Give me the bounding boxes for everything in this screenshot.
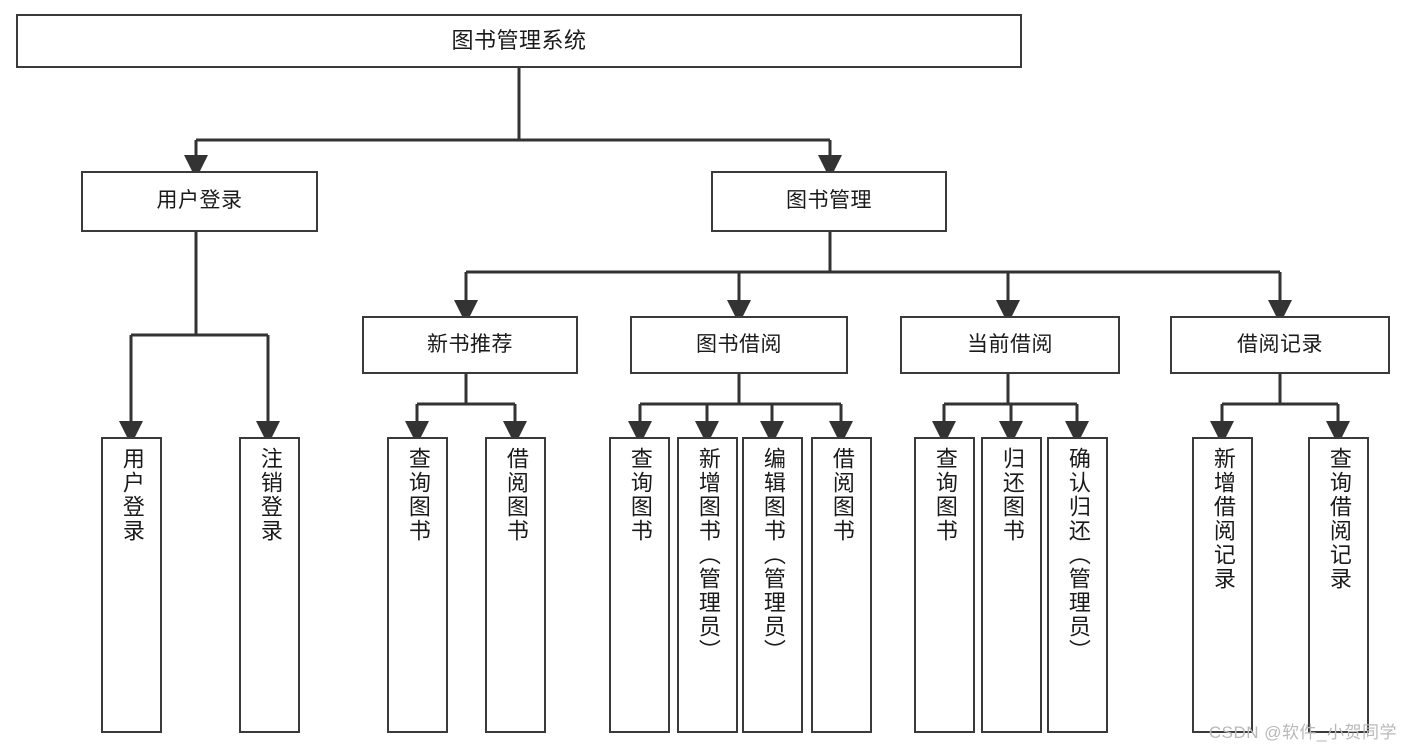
leaf-borrow-book-2-label: 借阅图书: [829, 447, 855, 543]
leaf-query-record-label: 查询借阅记录: [1326, 447, 1352, 591]
watermark: CSDN @软件_小贺同学: [1208, 723, 1397, 742]
node-new-book-recommend[interactable]: 新书推荐: [362, 316, 578, 374]
leaf-logout-login[interactable]: 注销登录: [239, 437, 300, 733]
leaf-add-book[interactable]: 新增图书（管理员）: [677, 437, 738, 733]
leaf-add-book-label: 新增图书（管理员）: [695, 447, 721, 663]
leaf-query-book-1-label: 查询图书: [405, 447, 431, 543]
leaf-confirm-return-label: 确认归还（管理员）: [1065, 447, 1091, 663]
leaf-borrow-book-2[interactable]: 借阅图书: [811, 437, 872, 733]
leaf-add-record[interactable]: 新增借阅记录: [1192, 437, 1253, 733]
leaf-query-book-2-label: 查询图书: [627, 447, 653, 543]
leaf-return-book-label: 归还图书: [999, 447, 1025, 543]
leaf-query-book-3-label: 查询图书: [932, 447, 958, 543]
node-current-borrow[interactable]: 当前借阅: [900, 316, 1120, 374]
node-new-book-recommend-label: 新书推荐: [427, 332, 513, 356]
leaf-edit-book[interactable]: 编辑图书（管理员）: [742, 437, 803, 733]
leaf-user-login-label: 用户登录: [119, 447, 145, 543]
leaf-logout-login-label: 注销登录: [257, 447, 283, 543]
leaf-add-record-label: 新增借阅记录: [1210, 447, 1236, 591]
node-current-borrow-label: 当前借阅: [967, 332, 1053, 356]
leaf-query-book-2[interactable]: 查询图书: [609, 437, 670, 733]
node-user-login[interactable]: 用户登录: [81, 171, 318, 232]
leaf-return-book[interactable]: 归还图书: [981, 437, 1042, 733]
node-user-login-label: 用户登录: [156, 189, 243, 213]
node-book-manage[interactable]: 图书管理: [711, 171, 947, 232]
node-root-label: 图书管理系统: [451, 28, 587, 54]
leaf-query-record[interactable]: 查询借阅记录: [1308, 437, 1369, 733]
leaf-query-book-3[interactable]: 查询图书: [914, 437, 975, 733]
node-book-borrow-label: 图书借阅: [696, 332, 782, 356]
node-root[interactable]: 图书管理系统: [16, 14, 1022, 68]
node-book-borrow[interactable]: 图书借阅: [630, 316, 848, 374]
leaf-confirm-return[interactable]: 确认归还（管理员）: [1047, 437, 1108, 733]
leaf-borrow-book-1-label: 借阅图书: [503, 447, 529, 543]
node-borrow-record[interactable]: 借阅记录: [1170, 316, 1390, 374]
leaf-borrow-book-1[interactable]: 借阅图书: [485, 437, 546, 733]
node-borrow-record-label: 借阅记录: [1237, 332, 1323, 356]
leaf-edit-book-label: 编辑图书（管理员）: [760, 447, 786, 663]
leaf-query-book-1[interactable]: 查询图书: [387, 437, 448, 733]
node-book-manage-label: 图书管理: [786, 189, 872, 213]
leaf-user-login[interactable]: 用户登录: [101, 437, 162, 733]
